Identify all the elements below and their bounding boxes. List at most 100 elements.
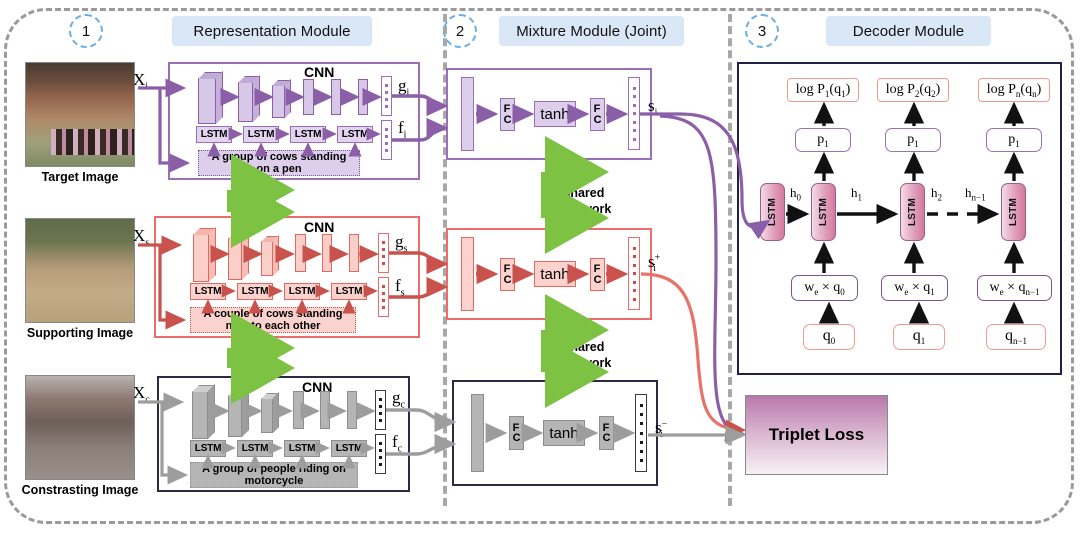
module-chip-mixture-label: Mixture Module (Joint) [516,22,667,40]
mixture-output-label-target-main: s [648,96,655,115]
decoder-token-0: q0 [803,324,855,350]
mixture-tanh-contrasting: tanh [543,420,585,446]
contrasting-image-thumbnail [25,375,135,480]
decoder-prob-n: p1 [986,128,1042,152]
contrasting-input-symbol-sub: c [145,394,150,406]
contrasting-visual-vector [375,390,386,430]
decoder-hidden-label-0: h0 [790,185,801,203]
contrasting-lstm-4: LSTM [331,440,367,457]
target-text-vector [381,120,392,160]
decoder-embedding-n: we × qn−1 [977,275,1052,301]
target-image-caption: Target Image [15,170,145,184]
decoder-embedding-n-wsub: e [999,286,1004,297]
target-caption-line2: on a pen [256,163,302,175]
supporting-visual-feature-main: g [395,232,404,251]
supporting-image-thumbnail [25,218,135,323]
mixture-output-label-contrasting: s−i [655,418,667,441]
decoder-lstm-2-label: LSTM [907,197,918,227]
shared-network-label-2: Shared Network [562,340,611,371]
supporting-lstm-2-label: LSTM [241,286,269,297]
decoder-embedding-1-q: q [923,279,931,295]
target-cnn-slab-3 [272,79,291,118]
mixture-concat-contrasting [471,394,484,472]
module-chip-decoder-label: Decoder Module [852,22,965,40]
mixture-tanh-target: tanh [534,101,576,127]
shared-network-label-2-line1: Shared [562,340,605,354]
target-cnn-slab-6 [358,79,368,115]
decoder-logp-2-sub: 2 [914,88,920,99]
decoder-embedding-n-times: × [1007,279,1015,295]
decoder-embedding-0: we × q0 [791,275,858,301]
supporting-image-caption-text: Supporting Image [26,326,134,340]
target-cnn-label-text: CNN [304,64,335,80]
decoder-hidden-label-n: hn−1 [965,185,986,203]
contrasting-cnn-slab-3 [261,392,279,433]
mixture-output-label-supporting-sub: i [653,263,657,275]
contrasting-cnn-slab-5 [320,391,330,429]
contrasting-text-feature-sub: c [397,443,403,455]
module-number-3-text: 3 [757,22,767,40]
decoder-prob-1: p1 [795,128,851,152]
supporting-input-symbol-sub: s [145,237,150,249]
decoder-embedding-1-w: w [894,279,905,295]
decoder-lstm-n: LSTM [1001,183,1026,241]
module-separator-2 [728,14,732,506]
target-text-feature-sub: i [403,129,407,141]
decoder-embedding-0-times: × [821,279,830,295]
supporting-caption-line1: A couple of cows standing [203,307,343,320]
supporting-lstm-3: LSTM [284,283,320,300]
module-number-2: 2 [443,14,477,48]
mixture-fc2-contrasting-top: F [602,421,610,434]
decoder-embedding-0-w: w [804,279,815,295]
contrasting-caption-line1: A group of people riding on [202,462,346,475]
target-input-symbol: Xi [133,70,148,92]
target-cnn-slab-4 [303,79,314,115]
decoder-prob-2-sub: 1 [914,138,919,149]
decoder-token-n-main: q [1004,327,1013,345]
decoder-hidden-label-1-sub: 1 [857,192,863,203]
supporting-caption-line2: next to each other [225,320,321,332]
decoder-lstm-1: LSTM [811,183,836,241]
decoder-lstm-2: LSTM [900,183,925,241]
contrasting-lstm-2-label: LSTM [241,443,269,454]
supporting-cnn-label-text: CNN [304,219,335,235]
mixture-output-label-supporting-main: s [648,252,655,271]
target-lstm-4-label: LSTM [341,129,369,140]
contrasting-image-caption: Constrasting Image [5,483,155,497]
target-image-thumbnail [25,62,135,167]
decoder-hidden-label-2: h2 [931,185,942,203]
contrasting-cnn-slab-2 [228,388,249,437]
contrasting-text-feature-main: f [392,432,398,451]
supporting-input-symbol-main: X [133,226,146,245]
target-visual-feature-sub: i [406,87,410,99]
decoder-hidden-label-n-sub: n−1 [971,192,986,203]
mixture-fc2-contrasting-bottom: C [602,432,611,444]
decoder-token-0-sub: 0 [830,336,836,347]
supporting-text-vector [378,277,389,317]
decoder-prob-1-sub: 1 [824,138,829,149]
shared-network-label-2-line2: Network [562,355,612,370]
decoder-logp-2-arg: (q [919,81,932,97]
contrasting-visual-feature-sub: c [400,399,405,411]
target-visual-feature-main: g [398,76,407,95]
decoder-lstm-n-label: LSTM [1008,197,1019,227]
decoder-logp-2-arg-sub: 2 [931,88,936,99]
target-cnn-slab-2 [238,75,260,122]
decoder-prob-n-sub: 1 [1015,138,1020,149]
target-cnn-label: CNN [304,64,334,80]
target-lstm-3-label: LSTM [294,129,322,140]
supporting-cnn-label: CNN [304,219,334,235]
contrasting-cnn-slab-6 [347,391,357,429]
decoder-logp-1-sub: 1 [824,88,830,99]
mixture-fc1-supporting-top: F [503,263,511,276]
decoder-hidden-label-2-main: h [931,185,938,200]
mixture-output-label-contrasting-sub: i [660,429,664,441]
target-lstm-4: LSTM [337,126,373,143]
decoder-logp-n: log Pn(qn) [978,78,1050,102]
decoder-logp-n-arg: (q [1020,81,1033,97]
contrasting-visual-feature-label: gc [392,388,405,410]
decoder-logp-1-main: log P [795,81,825,97]
